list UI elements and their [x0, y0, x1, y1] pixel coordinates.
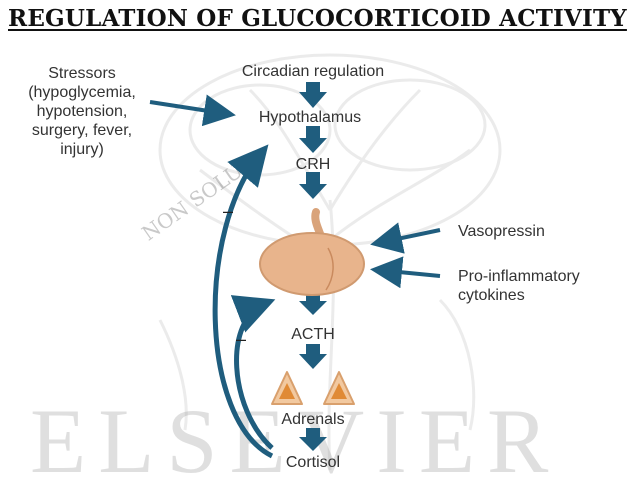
cascade-arrows — [299, 82, 327, 451]
arrow-stressors-to-hypothalamus — [149, 94, 236, 127]
feedback-cortisol-to-pituitary — [230, 295, 276, 450]
circadian-regulation-label: Circadian regulation — [241, 63, 385, 80]
cytokines-line-2: cytokines — [458, 287, 525, 304]
arrow-hypothalamus-to-crh — [299, 126, 327, 153]
stressors-line-4: surgery, fever, — [31, 122, 133, 139]
crh-label: CRH — [295, 156, 331, 173]
adrenal-gland-right — [323, 371, 355, 405]
feedback-cortisol-to-hypothalamus — [212, 144, 274, 459]
cytokines-label: Pro-inflammatory cytokines — [458, 267, 580, 305]
stressors-line-1: Stressors — [48, 65, 116, 82]
negative-feedback-sign-outer: – — [223, 201, 234, 221]
stressors-line-5: injury) — [60, 141, 104, 158]
arrow-adrenals-to-cortisol — [299, 428, 327, 451]
adrenal-gland-left — [271, 371, 303, 405]
negative-feedback-sign-inner: – — [236, 329, 247, 349]
arrow-cytokines-to-pituitary — [370, 256, 441, 289]
arrow-pituitary-to-acth — [299, 292, 327, 315]
adrenals-label: Adrenals — [281, 411, 345, 428]
arrow-circadian-to-hypothalamus — [299, 82, 327, 108]
arrow-acth-to-adrenals — [299, 344, 327, 369]
acth-label: ACTH — [291, 326, 335, 343]
stressors-label: Stressors (hypoglycemia, hypotension, su… — [6, 64, 158, 159]
pituitary-gland — [259, 208, 365, 296]
cortisol-label: Cortisol — [285, 454, 341, 471]
vasopressin-label: Vasopressin — [458, 223, 545, 240]
cytokines-line-1: Pro-inflammatory — [458, 268, 580, 285]
slide-title: REGULATION OF GLUCOCORTICOID ACTIVITY — [8, 5, 627, 32]
arrow-vasopressin-to-pituitary — [370, 222, 441, 254]
hypothalamus-label: Hypothalamus — [258, 109, 362, 126]
stressors-line-3: hypotension, — [36, 103, 128, 120]
stressors-line-2: (hypoglycemia, — [28, 84, 136, 101]
arrow-crh-to-pituitary — [299, 172, 327, 199]
